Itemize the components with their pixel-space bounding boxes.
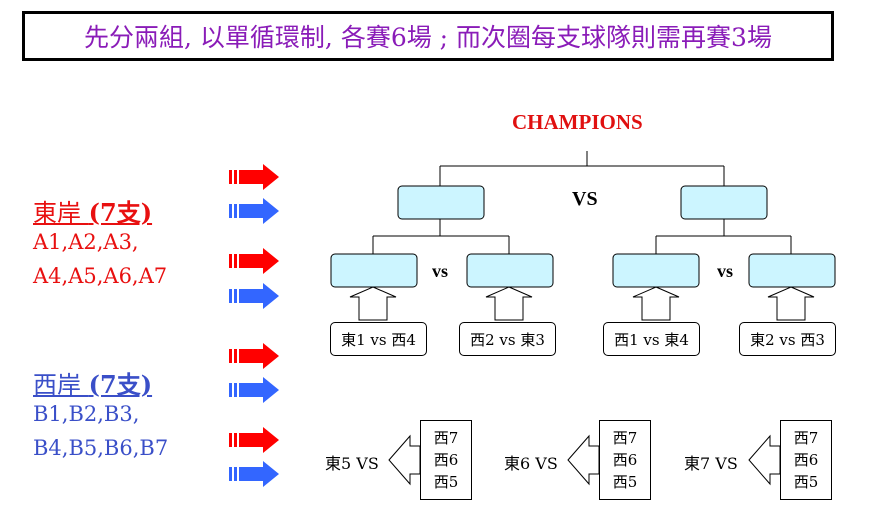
left-arrow-icon [388,434,421,486]
west-seed: 西5 [793,473,819,491]
blue-arrow-icon [229,377,279,403]
west-seed: 西6 [433,451,459,469]
semi-slot-2 [466,253,554,288]
east-group-name: 東岸 [33,199,89,227]
red-arrow-icon [229,343,279,369]
left-arrows [388,434,781,486]
up-arrow-icon [632,286,680,321]
bracket-lines [372,151,792,254]
semi-slot-1 [330,253,418,288]
red-arrow-icon [229,248,279,274]
west-teams-line-1: B1,B2,B3, [33,402,140,426]
west-teams-line-2: B4,B5,B6,B7 [33,436,169,460]
champions-label: CHAMPIONS [512,110,643,134]
playoff-west-box-2: 西7 西6 西5 [599,420,651,500]
west-seed: 西5 [433,473,459,491]
up-arrows [349,286,815,321]
red-arrow-icon [229,427,279,453]
semi-vs-label-left: vs [432,261,449,281]
semi-slot-3 [612,253,700,288]
final-vs-label: VS [572,188,598,210]
final-slot-right [680,185,768,220]
blue-arrow-icon [229,461,279,487]
quarter-match-2: 西2 vs 東3 [459,322,556,356]
semi-slot-4 [748,253,836,288]
blue-arrow-icon [229,198,279,224]
playoff-west-box-1: 西7 西6 西5 [420,420,472,500]
quarter-match-4: 東2 vs 西3 [739,322,836,356]
west-group-count: (7支) [88,370,153,399]
up-arrow-icon [485,286,533,321]
playoff-east-label-3: 東7 VS [684,454,738,473]
playoff-east-label-1: 東5 VS [325,454,379,473]
quarter-match-1: 東1 vs 西4 [330,322,427,356]
left-arrow-icon [748,434,781,486]
west-group-title: 西岸 (7支) [33,365,152,400]
west-seed: 西6 [793,451,819,469]
up-arrow-icon [349,286,397,321]
playoff-east-label-2: 東6 VS [504,454,558,473]
west-seed: 西5 [612,473,638,491]
red-arrow-icon [229,164,279,190]
up-arrow-icon [767,286,815,321]
west-seed: 西6 [612,451,638,469]
west-seed: 西7 [433,429,459,447]
playoff-west-box-3: 西7 西6 西5 [780,420,832,500]
east-teams-line-1: A1,A2,A3, [33,230,139,254]
quarter-match-3: 西1 vs 東4 [603,322,700,356]
rules-banner: 先分兩組, 以單循環制, 各賽6場 ; 而次圈每支球隊則需再賽3場 [22,11,834,61]
west-seed: 西7 [793,429,819,447]
semi-vs-label-right: vs [717,261,734,281]
west-group-name: 西岸 [33,371,89,399]
east-group-count: (7支) [88,198,153,227]
blue-arrow-icon [229,283,279,309]
left-arrow-icon [567,434,600,486]
final-slot-left [397,185,485,220]
side-arrows [229,164,279,487]
west-seed: 西7 [612,429,638,447]
east-teams-line-2: A4,A5,A6,A7 [33,264,168,288]
east-group-title: 東岸 (7支) [33,193,152,228]
